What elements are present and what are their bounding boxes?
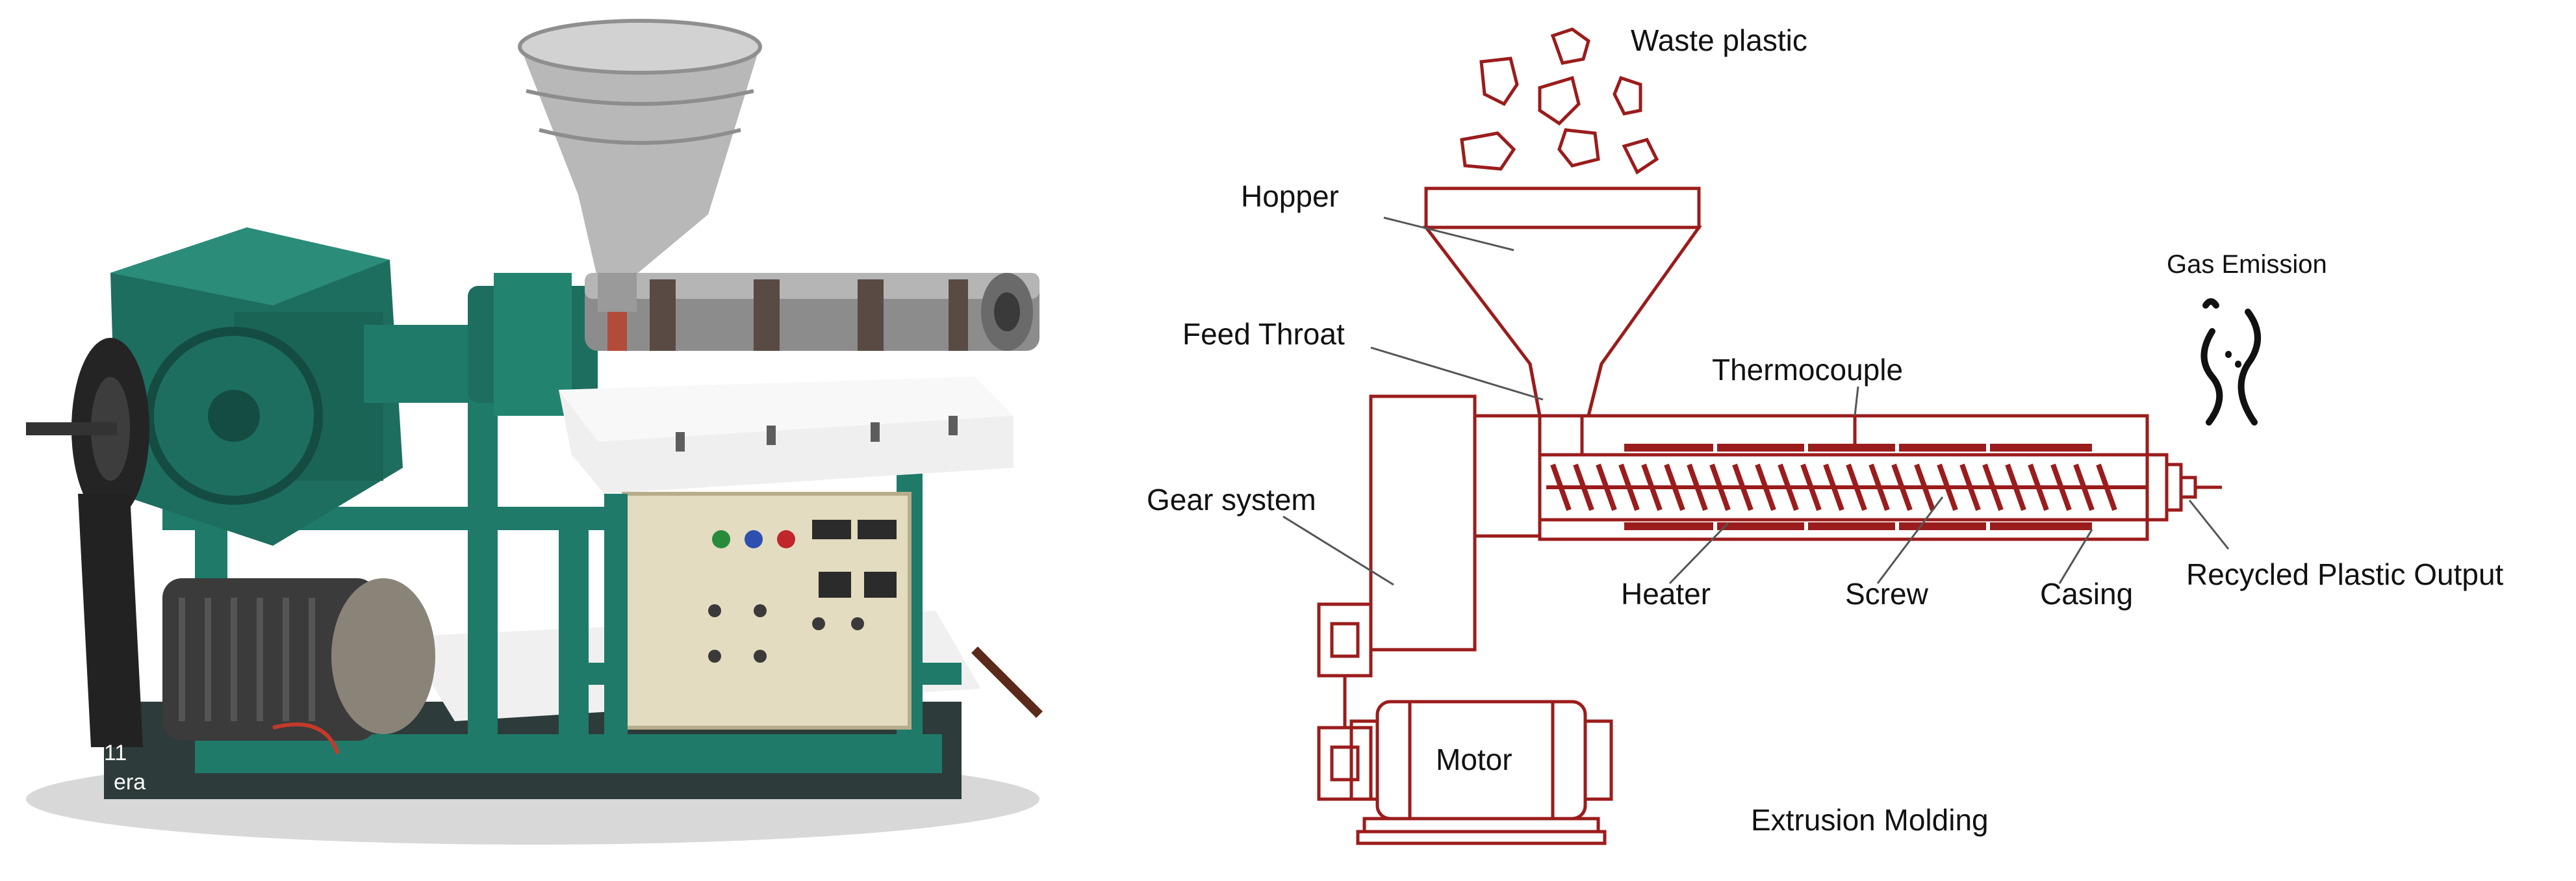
label-recycled-output: Recycled Plastic Output (2186, 557, 2504, 591)
gear-coupling (1473, 414, 1542, 538)
screw (1546, 463, 2147, 511)
leader-lines (1282, 216, 2230, 586)
label-heater: Heater (1621, 577, 1711, 611)
waste-plastic-pieces (1460, 27, 1659, 175)
label-gas-emission: Gas Emission (2167, 250, 2327, 279)
label-hopper: Hopper (1241, 179, 1339, 213)
photo-watermark-line2: era (114, 770, 146, 795)
label-casing: Casing (2040, 577, 2133, 611)
feed-throat-block (1538, 414, 1584, 457)
label-motor: Motor (1436, 743, 1512, 776)
gear-housing (1369, 394, 1477, 652)
hopper-rim (1424, 186, 1701, 229)
gear-wheel-top (1317, 602, 1373, 678)
gas-emission-plume (2200, 298, 2261, 426)
label-feed-throat: Feed Throat (1182, 317, 1345, 351)
label-waste-plastic: Waste plastic (1631, 23, 1807, 57)
motor-base (1362, 817, 1600, 834)
gear-wheel-bottom (1317, 726, 1373, 801)
label-caption: Extrusion Molding (1751, 803, 1989, 837)
label-screw: Screw (1845, 577, 1929, 611)
die-head (2145, 453, 2169, 522)
extruder-machine-photo: 11 era (0, 0, 1104, 881)
label-gear-system: Gear system (1147, 483, 1316, 517)
label-thermocouple: Thermocouple (1712, 353, 1903, 387)
hopper-body (1422, 225, 1702, 418)
photo-watermark-line1: 11 (104, 741, 127, 765)
diagram-labels: Waste plastic Hopper Feed Throat Thermoc… (1147, 23, 2504, 837)
extrusion-diagram (1317, 27, 2222, 845)
heater-bands (1624, 444, 2092, 530)
